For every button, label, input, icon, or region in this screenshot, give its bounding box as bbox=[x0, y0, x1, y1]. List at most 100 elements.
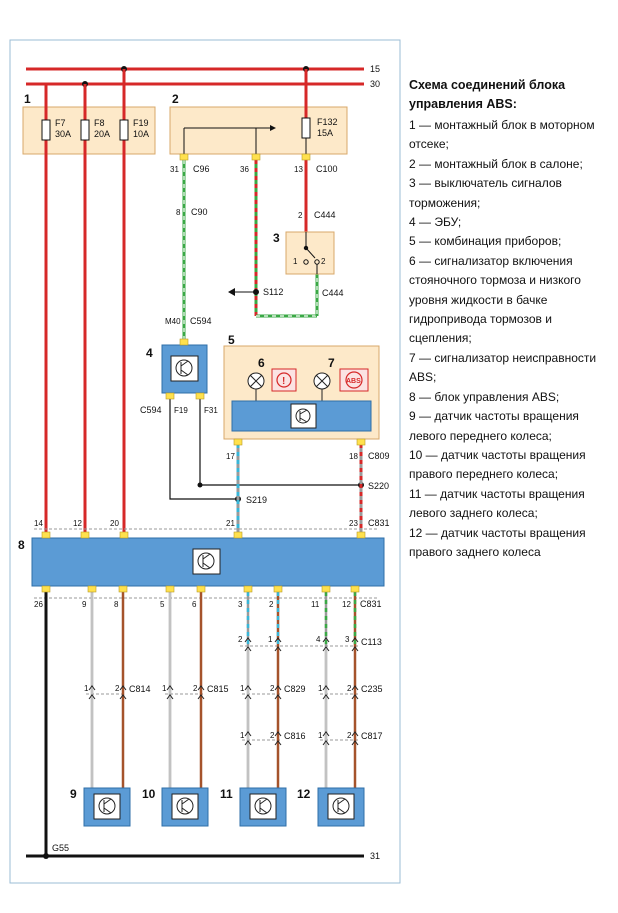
connector-label: C235 bbox=[361, 684, 383, 694]
transistor-icon bbox=[192, 548, 221, 575]
legend-title: Схема соединений блока управления ABS bbox=[409, 78, 566, 111]
brake-warning-icon bbox=[276, 372, 292, 388]
legend-item: 1 — монтажный блок в моторном отсеке; bbox=[409, 118, 595, 152]
legend: Схема соединений блока управления ABS: 1… bbox=[409, 76, 615, 562]
legend-item: 3 — выключатель сигналов торможения; bbox=[409, 176, 562, 210]
diagram-frame bbox=[9, 39, 401, 884]
pin-label: 2 bbox=[115, 684, 120, 693]
legend-item: 4 — ЭБУ; bbox=[409, 215, 462, 230]
ground-junction bbox=[43, 853, 49, 859]
connector-label: C594 bbox=[140, 405, 162, 415]
splice-label: S219 bbox=[246, 495, 267, 505]
connector-label: C829 bbox=[284, 684, 306, 694]
legend-item: 5 — комбинация приборов; bbox=[409, 234, 562, 249]
legend-item: 11 — датчик частоты вращения левого задн… bbox=[409, 486, 585, 521]
rail-30-label: 30 bbox=[370, 79, 380, 89]
component-label-6: 6 bbox=[258, 356, 265, 370]
transistor-icon bbox=[202, 553, 211, 560]
lamp-icon bbox=[249, 374, 263, 388]
component-label-11: 11 bbox=[220, 787, 233, 801]
component-label-7: 7 bbox=[328, 356, 335, 370]
pin-label: 13 bbox=[294, 165, 303, 174]
pin-label: F19 bbox=[174, 406, 188, 415]
connector-label: C816 bbox=[284, 731, 306, 741]
connector-chevrons bbox=[88, 637, 359, 746]
connector-label: C96 bbox=[193, 164, 210, 174]
pin-label: 9 bbox=[82, 600, 87, 609]
transistor-icon bbox=[299, 417, 308, 423]
fuse-f7-icon bbox=[41, 119, 51, 141]
pin-label: M40 bbox=[165, 317, 181, 326]
pin-label: 11 bbox=[311, 600, 320, 609]
legend-item: 7 — сигнализатор неисправности ABS; bbox=[409, 350, 597, 385]
pin-label: 2 bbox=[270, 684, 275, 693]
connector-label: C817 bbox=[361, 731, 383, 741]
pin-label: 8 bbox=[114, 600, 119, 609]
legend-item: 12 — датчик частоты вращения правого зад… bbox=[409, 525, 586, 559]
pin-label: 12 bbox=[73, 519, 82, 528]
pin-label: 2 bbox=[269, 600, 274, 609]
legend-item: 8 — блок управления ABS; bbox=[409, 389, 560, 404]
pin-label: 3 bbox=[345, 635, 350, 644]
pin-label: 31 bbox=[170, 165, 179, 174]
arrow-left-icon bbox=[228, 288, 235, 296]
pin-label: 17 bbox=[226, 452, 235, 461]
component-label-10: 10 bbox=[142, 787, 156, 801]
brake-warning-icon bbox=[271, 368, 297, 392]
pin-label: 2 bbox=[238, 635, 243, 644]
rail-15-label: 15 bbox=[370, 64, 380, 74]
transistor-icon bbox=[197, 552, 215, 570]
legend-item: 10 — датчик частоты вращения правого пер… bbox=[409, 447, 586, 482]
wheel-speed-sensor-11 bbox=[239, 787, 287, 827]
connector-label: C814 bbox=[129, 684, 151, 694]
connector-label: C831 bbox=[360, 599, 382, 609]
splice-label: S112 bbox=[263, 287, 283, 297]
pin-label: 1 bbox=[293, 257, 298, 266]
connector-label: C113 bbox=[361, 637, 382, 647]
pin-label: 3 bbox=[238, 600, 243, 609]
pin-label: 2 bbox=[321, 257, 326, 266]
pin-label: 2 bbox=[298, 211, 303, 220]
pin-label: 2 bbox=[347, 684, 352, 693]
fuse-f19-label: F19 bbox=[133, 118, 149, 128]
component-label-9: 9 bbox=[70, 787, 77, 801]
switch-contact bbox=[303, 259, 309, 265]
connector-label: C831 bbox=[368, 518, 390, 528]
pin-label: 1 bbox=[240, 731, 245, 740]
switch-blade bbox=[305, 247, 316, 259]
legend-title-suffix: : bbox=[512, 97, 517, 111]
fuse-f8-label: F8 bbox=[94, 118, 105, 128]
wire-black bbox=[169, 399, 238, 500]
brake-warning-mark: ! bbox=[282, 376, 285, 387]
pin-label: 1 bbox=[162, 684, 167, 693]
fuse-f8-icon bbox=[80, 119, 90, 141]
component-label-5: 5 bbox=[228, 333, 235, 347]
connector-label: C444 bbox=[322, 288, 344, 298]
connector-label: C100 bbox=[316, 164, 338, 174]
pin-markers-top bbox=[41, 153, 366, 539]
abs-warning-icon bbox=[345, 371, 363, 389]
cabin-fuse-block bbox=[169, 106, 348, 155]
transistor-icon bbox=[175, 359, 193, 377]
wheel-speed-sensor-10 bbox=[161, 787, 209, 827]
splice-label: S220 bbox=[368, 481, 389, 491]
component-label-8: 8 bbox=[18, 538, 25, 552]
arrow-icon bbox=[270, 125, 276, 131]
junction bbox=[197, 482, 203, 488]
ground-label: G55 bbox=[52, 843, 69, 853]
fuse-f132-icon bbox=[301, 117, 311, 139]
wheel-speed-sensor-12 bbox=[317, 787, 365, 827]
fuse-f19-icon bbox=[119, 119, 129, 141]
pin-label: 1 bbox=[268, 635, 273, 644]
transistor-icon bbox=[290, 403, 317, 429]
lamp-icon bbox=[315, 374, 329, 388]
pin-label: 1 bbox=[240, 684, 245, 693]
abs-warning-icon bbox=[339, 368, 369, 392]
component-label-2: 2 bbox=[172, 92, 179, 106]
pin-markers-bottom bbox=[41, 585, 360, 593]
pin-label: 6 bbox=[192, 600, 197, 609]
fuse-f7-rating: 30A bbox=[55, 129, 71, 139]
pin-label: 8 bbox=[176, 208, 181, 217]
component-label-4: 4 bbox=[146, 346, 153, 360]
